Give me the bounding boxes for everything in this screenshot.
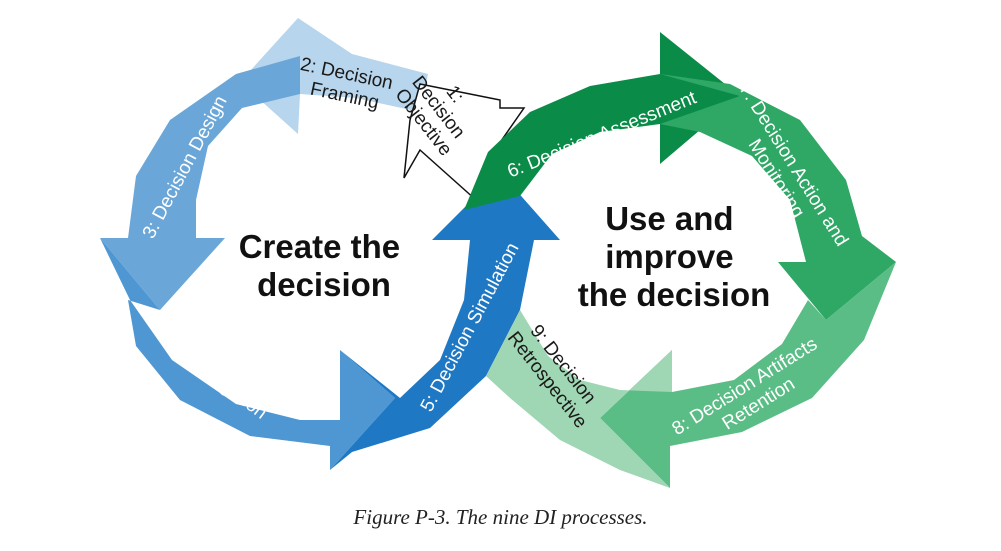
segment-3-decision-design [100,56,300,310]
segment-2-decision-framing [240,18,428,134]
center-label-create: Create the decision [239,228,410,303]
center-right-line-1: Use and [605,200,733,237]
segment-5-decision-simulation [330,172,560,470]
segment-7-decision-action-monitoring [660,74,896,320]
center-left-line-1: Create the [239,228,400,265]
di-process-diagram: 1: Decision Objective 2: Decision Framin… [100,18,896,488]
figure-caption: Figure P-3. The nine DI processes. [353,505,648,529]
segment-4-decision-asset-investigation [100,238,395,470]
center-label-use-improve: Use and improve the decision [578,200,771,313]
segment-9-decision-retrospective [486,310,672,488]
center-right-line-3: the decision [578,276,771,313]
center-right-line-2: improve [605,238,733,275]
segment-8-decision-artifacts-retention [600,262,896,488]
center-left-line-2: decision [257,266,391,303]
